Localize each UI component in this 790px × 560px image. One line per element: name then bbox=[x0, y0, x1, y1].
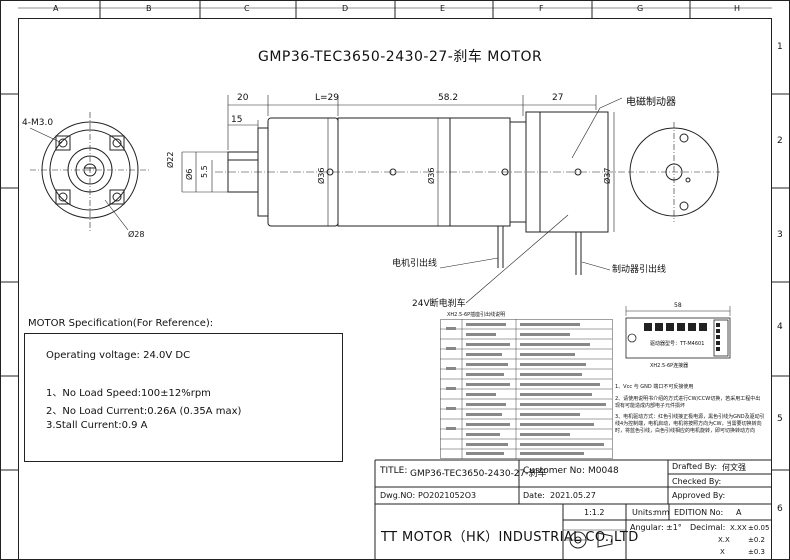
company-name: TT MOTOR（HK）INDUSTRIAL CO.,LTD bbox=[381, 530, 639, 545]
dim-20: 20 bbox=[237, 93, 249, 103]
checked-label: Checked By: bbox=[672, 477, 722, 486]
angular-value: ±1° bbox=[666, 523, 682, 532]
pcb-note: 2、请使用说明书介绍的方式进行CW/CCW切换，若采用工程中出现有可能造成内部电… bbox=[615, 396, 761, 409]
col-label-a: A bbox=[53, 4, 59, 13]
pcb-board bbox=[625, 306, 731, 359]
dia-36-a: Ø36 bbox=[317, 167, 326, 184]
customer-value: M0048 bbox=[588, 466, 619, 476]
angular-label: Angular: bbox=[630, 523, 664, 532]
col-label-b: B bbox=[146, 4, 152, 13]
dia-37: Ø37 bbox=[603, 167, 612, 184]
dim-15: 15 bbox=[231, 115, 243, 125]
tol-format-x: X bbox=[720, 548, 725, 556]
pcb-board-caption: 驱动器型号：TT-M4601 bbox=[650, 341, 705, 347]
col-label-h: H bbox=[734, 4, 741, 13]
drafted-value: 何文强 bbox=[722, 463, 746, 472]
pcb-chips bbox=[644, 323, 720, 351]
power-off-brake-callout: 24V断电刹车 bbox=[412, 299, 466, 309]
pcb-connector-caption: XH2.5-6P连接器 bbox=[650, 363, 689, 369]
table-caption: XH2.5-6P插座引出线说明 bbox=[447, 312, 506, 318]
dwg-value: PO2021052O3 bbox=[418, 491, 477, 500]
front-view bbox=[29, 112, 150, 232]
dwg-label: Dwg.NO: bbox=[380, 491, 416, 500]
dim-58-2: 58.2 bbox=[438, 93, 459, 103]
dia-6: Ø6 bbox=[185, 168, 194, 180]
drafted-label: Drafted By: bbox=[672, 462, 718, 471]
dia-22: Ø22 bbox=[166, 151, 175, 168]
brake-callout: 电磁制动器 bbox=[626, 97, 676, 108]
dim-l29: L=29 bbox=[315, 93, 340, 103]
col-label-e: E bbox=[440, 4, 446, 13]
units-label: Units: bbox=[632, 508, 656, 517]
pcb-note: 1、Vcc 与 GND 端口不可反接使用 bbox=[615, 384, 694, 390]
row-label-1: 1 bbox=[777, 42, 783, 52]
decimal-label: Decimal: bbox=[690, 523, 726, 532]
page-title: GMP36-TEC3650-2430-27-刹车 MOTOR bbox=[258, 49, 543, 65]
approved-label: Approved By: bbox=[672, 491, 726, 500]
pcb-note: 3、电机驱动方式：红色引线接正极电源，黑色引线为GND及驱动引线4为控制端，电机… bbox=[615, 414, 765, 434]
spec-voltage: Operating voltage: 24.0V DC bbox=[46, 350, 191, 361]
edition-value: A bbox=[736, 508, 742, 517]
scale: 1:1.2 bbox=[584, 508, 605, 517]
spec-item: 2、No Load Current:0.26A (0.35A max) bbox=[46, 406, 242, 417]
customer-label: Customer No: bbox=[523, 466, 585, 476]
spec-item: 3.Stall Current:0.9 A bbox=[46, 420, 148, 431]
col-label-f: F bbox=[539, 4, 544, 13]
tol-format-xxx: X.XX bbox=[730, 524, 747, 532]
hole-label: 4-M3.0 bbox=[22, 118, 54, 128]
units-value: mm bbox=[654, 508, 670, 517]
row-label-3: 3 bbox=[777, 230, 783, 240]
rear-view bbox=[628, 122, 720, 222]
side-view bbox=[181, 95, 625, 304]
edition-label: EDITION No: bbox=[674, 508, 724, 517]
wiring-table bbox=[440, 319, 613, 459]
tol-value-xxx: ±0.05 bbox=[748, 524, 770, 532]
wiring-table-text bbox=[446, 323, 606, 455]
date-label: Date: bbox=[523, 491, 545, 500]
row-label-2: 2 bbox=[777, 136, 783, 146]
title-block-grid bbox=[374, 459, 772, 560]
col-label-g: G bbox=[637, 4, 644, 13]
title-label: TITLE: bbox=[380, 466, 408, 476]
tol-format-xx: X.X bbox=[718, 536, 730, 544]
dim-5-5: 5.5 bbox=[200, 165, 209, 178]
row-label-4: 4 bbox=[777, 322, 783, 332]
brake-lead-callout: 制动器引出线 bbox=[612, 265, 667, 275]
dia-28: Ø28 bbox=[128, 230, 145, 239]
pcb-width-label: 58 bbox=[674, 302, 682, 309]
col-label-d: D bbox=[342, 4, 349, 13]
motor-lead-callout: 电机引出线 bbox=[392, 259, 438, 269]
dim-27: 27 bbox=[552, 93, 564, 103]
row-label-6: 6 bbox=[777, 504, 783, 514]
title-value: GMP36-TEC3650-2430-27-刹车 bbox=[410, 469, 547, 479]
dia-36-b: Ø36 bbox=[427, 167, 436, 184]
date-value: 2021.05.27 bbox=[550, 491, 596, 500]
spec-header: MOTOR Specification(For Reference): bbox=[28, 318, 214, 329]
col-label-c: C bbox=[244, 4, 250, 13]
tol-value-xx: ±0.2 bbox=[748, 536, 765, 544]
tol-value-x: ±0.3 bbox=[748, 548, 765, 556]
row-label-5: 5 bbox=[777, 414, 783, 424]
spec-item: 1、No Load Speed:100±12%rpm bbox=[46, 388, 211, 399]
